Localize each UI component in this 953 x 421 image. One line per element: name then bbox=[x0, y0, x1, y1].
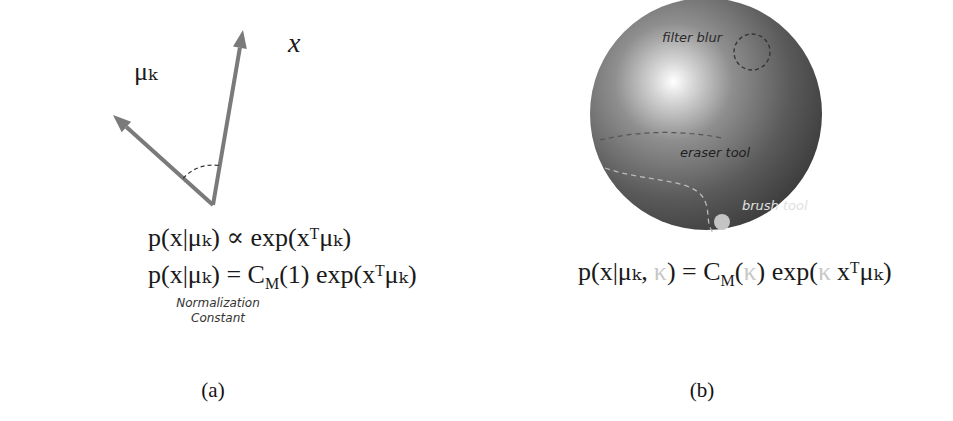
equation-part: ) exp( bbox=[757, 256, 818, 287]
region-boundary bbox=[600, 132, 722, 140]
panel-label: (b) bbox=[690, 378, 715, 403]
equation-part: p(x|μₖ) = C bbox=[148, 259, 265, 290]
region-boundary bbox=[605, 168, 714, 234]
mu-vector bbox=[126, 127, 213, 205]
angle-arc bbox=[183, 165, 220, 178]
equation-part: ) = C bbox=[667, 256, 721, 287]
equation-part: (1) exp(xᵀμₖ) bbox=[279, 259, 417, 290]
vector-label: x bbox=[288, 26, 300, 60]
subscript: M bbox=[721, 271, 735, 290]
arrow-head bbox=[113, 115, 131, 132]
region-label: eraser tool bbox=[680, 145, 750, 160]
region-boundary bbox=[734, 34, 770, 70]
sphere-figure bbox=[590, 0, 822, 234]
region-dot bbox=[714, 214, 730, 230]
vector-label: μₖ bbox=[134, 56, 157, 87]
equation-part: p(x|μₖ, bbox=[578, 256, 648, 287]
equation-part: xᵀμₖ) bbox=[837, 256, 892, 287]
arrow-head bbox=[233, 30, 247, 49]
equation: p(x|μₖ) = CM(1) exp(xᵀμₖ) bbox=[148, 259, 417, 290]
x-vector bbox=[213, 48, 240, 205]
region-label: brush tool bbox=[742, 198, 808, 213]
kappa: κ bbox=[743, 256, 756, 287]
kappa: κ bbox=[654, 256, 667, 287]
annotation: Normalization Constant bbox=[170, 296, 266, 326]
equation: p(x|μₖ) ∝ exp(xᵀμₖ) bbox=[148, 222, 351, 253]
equation: p(x|μₖ,κ) = CM(κ) exp(κxᵀμₖ) bbox=[578, 256, 892, 287]
kappa: κ bbox=[818, 256, 831, 287]
region-label: filter blur bbox=[662, 30, 722, 45]
equation-part: ( bbox=[735, 256, 744, 287]
sphere bbox=[590, 0, 822, 230]
vector-figure bbox=[113, 30, 247, 205]
subscript: M bbox=[265, 274, 279, 293]
panel-label: (a) bbox=[201, 378, 224, 403]
equation-part: p(x|μₖ) ∝ exp(xᵀμₖ) bbox=[148, 222, 351, 253]
